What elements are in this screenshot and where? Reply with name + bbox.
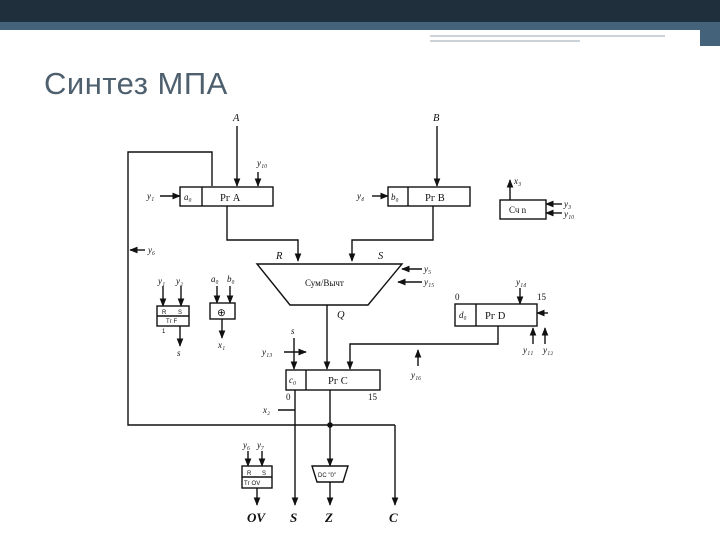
label-reg-d: Рг D: [485, 311, 506, 322]
label-trig-ov-y7: y₇: [256, 440, 264, 450]
label-alu-y5: y₅: [423, 264, 431, 274]
label-alu-y15: y₁₅: [423, 277, 434, 287]
label-counter: Сч n: [509, 205, 527, 215]
wire-rgb-to-s: [348, 206, 434, 262]
label-trig-s-pin: 1: [162, 329, 166, 335]
header-band-light: [0, 22, 700, 30]
label-reg-d-y12: y₁₂: [542, 345, 553, 355]
header-corner-edge: [700, 22, 720, 46]
label-trig-s-out: s: [177, 348, 181, 358]
label-trig-ov-r: R: [247, 471, 252, 477]
label-trig-ov-name: Тг OV: [244, 481, 260, 487]
label-reg-a-y1: y₁: [146, 191, 154, 201]
junction-c: [327, 422, 333, 428]
label-trig-ov-y6: y₆: [242, 440, 250, 450]
label-out-s: S: [290, 510, 297, 525]
wire-rga-to-r: [226, 206, 302, 262]
label-reg-d-bit-lo: 0: [455, 292, 460, 302]
label-feedback-y6: y₆: [147, 245, 155, 255]
slide-title: Синтез МПА: [44, 66, 228, 101]
label-reg-b-cell: b₀: [391, 192, 399, 202]
wire-rgd-to-rgc: [346, 326, 499, 370]
label-alu: Сум/Вычт: [305, 278, 344, 288]
label-reg-c-y13: y₁₃: [261, 347, 272, 357]
label-reg-b: Рг B: [425, 193, 445, 204]
label-trig-s-y1: y₁: [157, 276, 165, 286]
label-out-c: C: [389, 510, 398, 525]
label-decoder: DC "0": [318, 473, 336, 479]
reg-a-box: [179, 186, 274, 207]
header-decoration: [0, 0, 720, 46]
label-xor-symbol: ⊕: [217, 308, 226, 319]
alu-trapezoid: [255, 263, 404, 306]
label-reg-c-s: s: [291, 326, 295, 336]
label-trig-ov-s: S: [262, 471, 266, 477]
label-trig-s-s: S: [178, 310, 182, 316]
label-reg-c-cell: c₀: [289, 375, 296, 385]
label-counter-y3: y₃: [563, 199, 571, 209]
wire-feedback-loop: [127, 151, 395, 426]
label-reg-a-y10: y₁₀: [256, 158, 267, 168]
label-out-ov: OV: [247, 510, 266, 525]
label-trig-s-name: Тг F: [166, 319, 178, 325]
label-x2: x₂: [262, 405, 270, 415]
label-reg-a: Рг A: [220, 193, 241, 204]
counter-box: [499, 199, 547, 220]
label-out-z: Z: [324, 510, 333, 525]
label-reg-b-y4: y₄: [356, 191, 364, 201]
label-reg-c: Рг C: [328, 376, 348, 387]
labels: A B y₁ y₁₀ a₀ Рг A y₄ b₀ Рг B x₃ Сч n y₃…: [146, 113, 574, 525]
label-xor-a0: a₀: [211, 274, 219, 284]
xor-box: [209, 302, 236, 320]
label-reg-d-y14: y₁₄: [515, 277, 526, 287]
reg-c-box: [285, 369, 381, 391]
label-alu-q: Q: [337, 310, 345, 321]
label-trig-s-r: R: [162, 310, 167, 316]
blocks: [156, 186, 547, 489]
label-reg-c-bit-hi: 15: [368, 392, 378, 402]
label-input-a: A: [232, 113, 240, 124]
label-reg-d-y11: y₁₁: [522, 345, 533, 355]
label-counter-y10: y₁₀: [563, 209, 574, 219]
label-reg-a-cell: a₀: [184, 192, 192, 202]
label-xor-out: x₁: [217, 340, 225, 350]
label-alu-r: R: [275, 251, 283, 262]
label-reg-c-y16: y₁₆: [410, 370, 421, 380]
header-band-dark: [0, 0, 700, 22]
label-trig-s-y2: y₂: [175, 276, 183, 286]
label-alu-s: S: [378, 251, 384, 262]
label-xor-b0: b₀: [227, 274, 235, 284]
decoder-box: [311, 465, 349, 483]
junctions: [327, 422, 333, 428]
wires: [127, 126, 562, 506]
label-input-b: B: [433, 113, 440, 124]
label-reg-d-cell: d₀: [459, 310, 467, 320]
label-counter-x3: x₃: [513, 176, 521, 186]
top-band: [0, 0, 720, 46]
label-reg-c-bit-lo: 0: [286, 392, 291, 402]
label-reg-d-bit-hi: 15: [537, 292, 547, 302]
